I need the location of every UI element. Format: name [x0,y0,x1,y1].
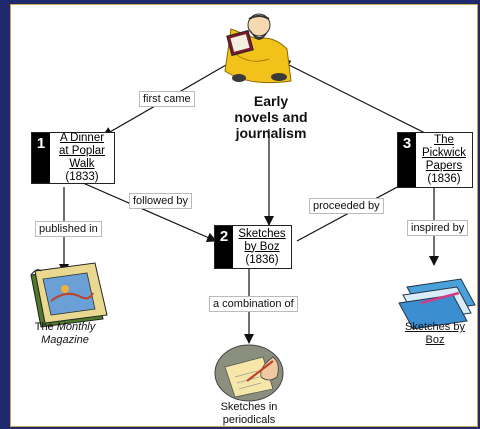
writing-hand-illustration [214,344,284,402]
node-number: 1 [32,133,50,183]
caption-italic-2: Magazine [41,334,89,346]
magazine-illustration [30,262,108,328]
edge-pickwick-to-center [280,60,432,137]
center-title-line-2: novels and [234,109,308,125]
caption-line-2: periodicals [222,414,276,426]
edge-label-a-combination-of: a combination of [209,296,298,312]
edge-followed-by [82,182,217,242]
node-link-line-3[interactable]: Papers [425,160,463,172]
center-topic-title: Early novels and journalism [211,93,331,141]
edge-label-inspired-by: inspired by [407,220,469,236]
node-year: (1836) [427,173,461,185]
caption-line-1: Sketches in [220,401,278,413]
node-link-line-2[interactable]: Pickwick [421,147,467,159]
node-year: (1833) [65,171,99,183]
node-dinner-at-poplar-walk[interactable]: 1 A Dinner at Poplar Walk (1833) [31,132,115,184]
caption-sketches-in-periodicals: Sketches in periodicals [209,401,289,427]
node-link-line-3[interactable]: Walk [69,158,95,170]
concept-map-canvas: Early novels and journalism 1 A Dinner a… [10,4,478,427]
caption-prefix: The [34,321,57,333]
edge-label-first-came: first came [139,91,195,107]
node-link-line-1[interactable]: Sketches [238,227,286,240]
node-sketches-by-boz[interactable]: 2 Sketches by Boz (1836) [214,225,292,269]
node-link-line-2[interactable]: at Poplar [58,145,106,157]
node-text: A Dinner at Poplar Walk (1833) [50,132,114,183]
node-number: 2 [215,226,233,268]
node-text: The Pickwick Papers (1836) [416,133,472,187]
connector-layer [30,13,476,402]
node-number: 3 [398,133,416,187]
edge-label-followed-by: followed by [129,193,193,209]
node-link-line-1[interactable]: The [434,134,454,146]
caption-link-line-2[interactable]: Boz [425,334,445,346]
edge-label-published-in: published in [35,221,102,237]
center-title-line-3: journalism [235,125,307,141]
caption-sketches-by-boz-link[interactable]: Sketches by Boz [397,321,473,347]
center-title-line-1: Early [253,93,289,109]
caption-italic-1: Monthly [56,321,96,333]
node-link-line-2[interactable]: by Boz [244,240,280,253]
edge-label-proceeded-by: proceeded by [309,198,384,214]
node-pickwick-papers[interactable]: 3 The Pickwick Papers (1836) [397,132,473,188]
node-year: (1836) [245,253,279,266]
caption-monthly-magazine: The Monthly Magazine [15,321,115,347]
reader-illustration [224,13,292,84]
node-link-line-1[interactable]: A Dinner [59,132,105,144]
node-text: Sketches by Boz (1836) [233,226,291,268]
books-illustration [398,278,476,330]
caption-link-line-1[interactable]: Sketches by [405,321,465,333]
